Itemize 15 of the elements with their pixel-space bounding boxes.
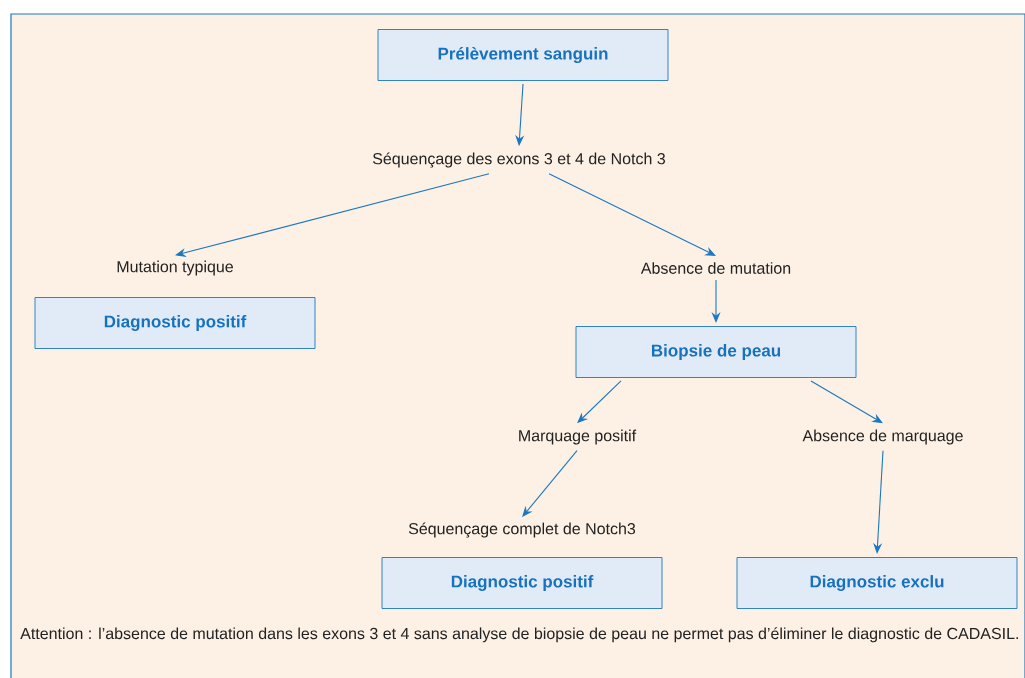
arrow — [810, 380, 883, 424]
step-text: Absence de marquage — [802, 429, 963, 445]
node-heading: Mutation typique — [117, 260, 233, 276]
step-text: Marquage positif — [519, 429, 637, 445]
step-text: Séquençage des exons 3 et 4 de Notch 3 — [372, 152, 665, 168]
note-text: Attention : l’absence de mutation dans les exons 3 et 4 sans analyse de biopsie de peau ne permet pas d’éliminer le diagnostic de CADASIL. — [20, 627, 1018, 643]
process-box: Diagnostic exclu — [736, 557, 1018, 609]
arrow — [548, 173, 716, 256]
process-box: Biopsie de peau — [575, 326, 857, 378]
process-box: Diagnostic positif — [34, 297, 316, 349]
process-box: Diagnostic positif — [381, 557, 663, 609]
node-heading: Séquençage complet de Notch3 — [408, 522, 636, 538]
arrow — [175, 173, 490, 257]
step-text: Absence de mutation — [640, 262, 791, 274]
process-box: Prélèvement sanguin — [377, 29, 669, 81]
